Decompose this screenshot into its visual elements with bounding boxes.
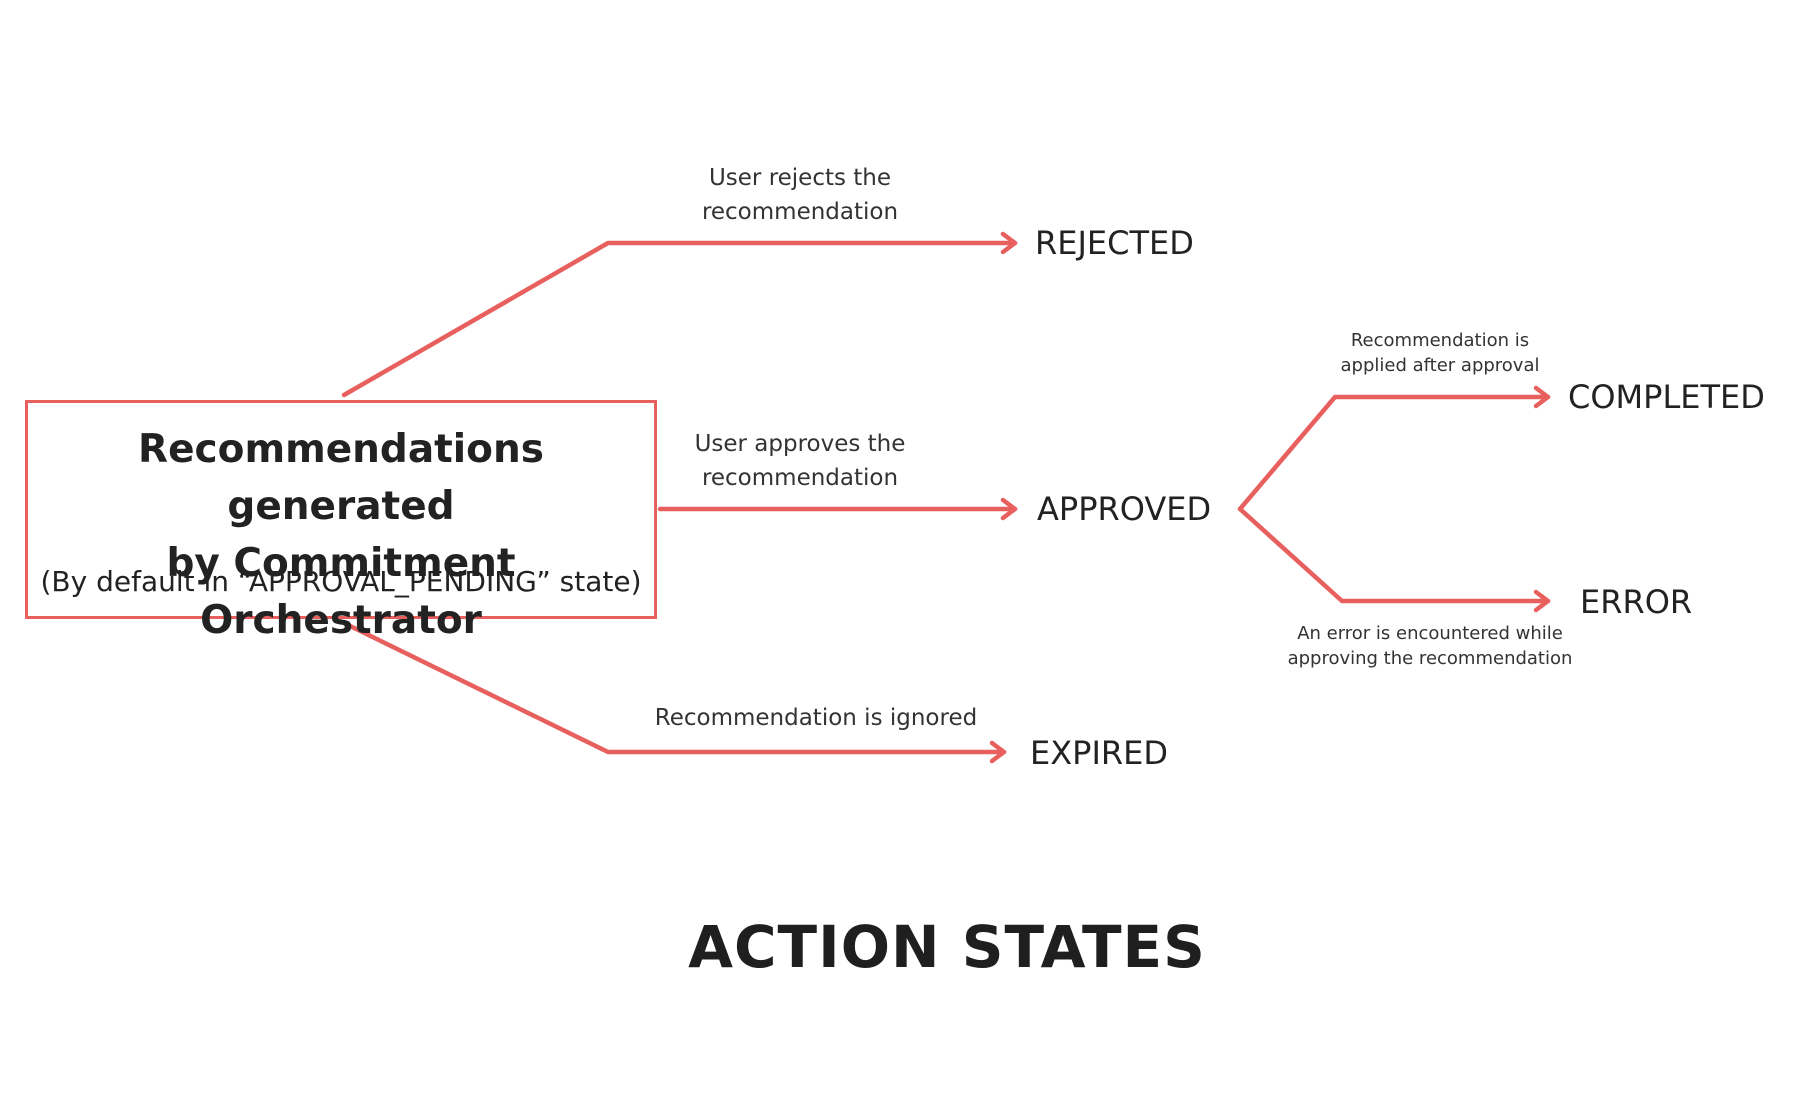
label-approve-line2: recommendation	[701, 465, 899, 491]
arrowhead-expired	[989, 740, 1007, 764]
label-approve-line1: User approves the	[694, 431, 906, 457]
arrowhead-error	[1533, 589, 1551, 613]
label-error-line1: An error is encountered while	[1297, 623, 1563, 644]
label-reject: User rejects the recommendation	[640, 161, 960, 229]
label-reject-line1: User rejects the	[708, 165, 892, 191]
label-complete-line1: Recommendation is	[1350, 330, 1530, 351]
edge-to-rejected	[341, 240, 1018, 398]
state-completed: COMPLETED	[1568, 378, 1765, 416]
arrowhead-rejected	[1000, 231, 1018, 255]
arrowhead-completed	[1533, 385, 1551, 409]
label-ignore: Recommendation is ignored	[616, 701, 1016, 735]
source-node-subtitle: (By default in “APPROVAL_PENDING” state)	[40, 565, 642, 598]
state-expired: EXPIRED	[1030, 734, 1168, 772]
label-error-line2: approving the recommendation	[1287, 648, 1573, 669]
source-node: Recommendations generated by Commitment …	[25, 400, 657, 643]
state-approved: APPROVED	[1037, 490, 1212, 528]
diagram-title: ACTION STATES	[688, 913, 1206, 981]
label-ignore-line1: Recommendation is ignored	[654, 705, 978, 731]
label-complete: Recommendation is applied after approval	[1300, 328, 1580, 378]
arrowhead-approved	[1000, 497, 1018, 521]
state-error: ERROR	[1580, 583, 1693, 621]
source-title-line2: by Commitment Orchestrator	[166, 541, 516, 643]
label-error: An error is encountered while approving …	[1270, 621, 1590, 671]
label-approve: User approves the recommendation	[640, 427, 960, 495]
state-rejected: REJECTED	[1035, 224, 1194, 262]
edge-to-expired	[341, 620, 1007, 755]
source-node-title: Recommendations generated by Commitment …	[28, 421, 654, 649]
label-reject-line2: recommendation	[701, 199, 899, 225]
label-complete-line2: applied after approval	[1340, 355, 1540, 376]
edge-to-completed	[1237, 394, 1551, 512]
edge-to-error	[1237, 506, 1551, 604]
source-title-line1: Recommendations generated	[138, 427, 544, 529]
